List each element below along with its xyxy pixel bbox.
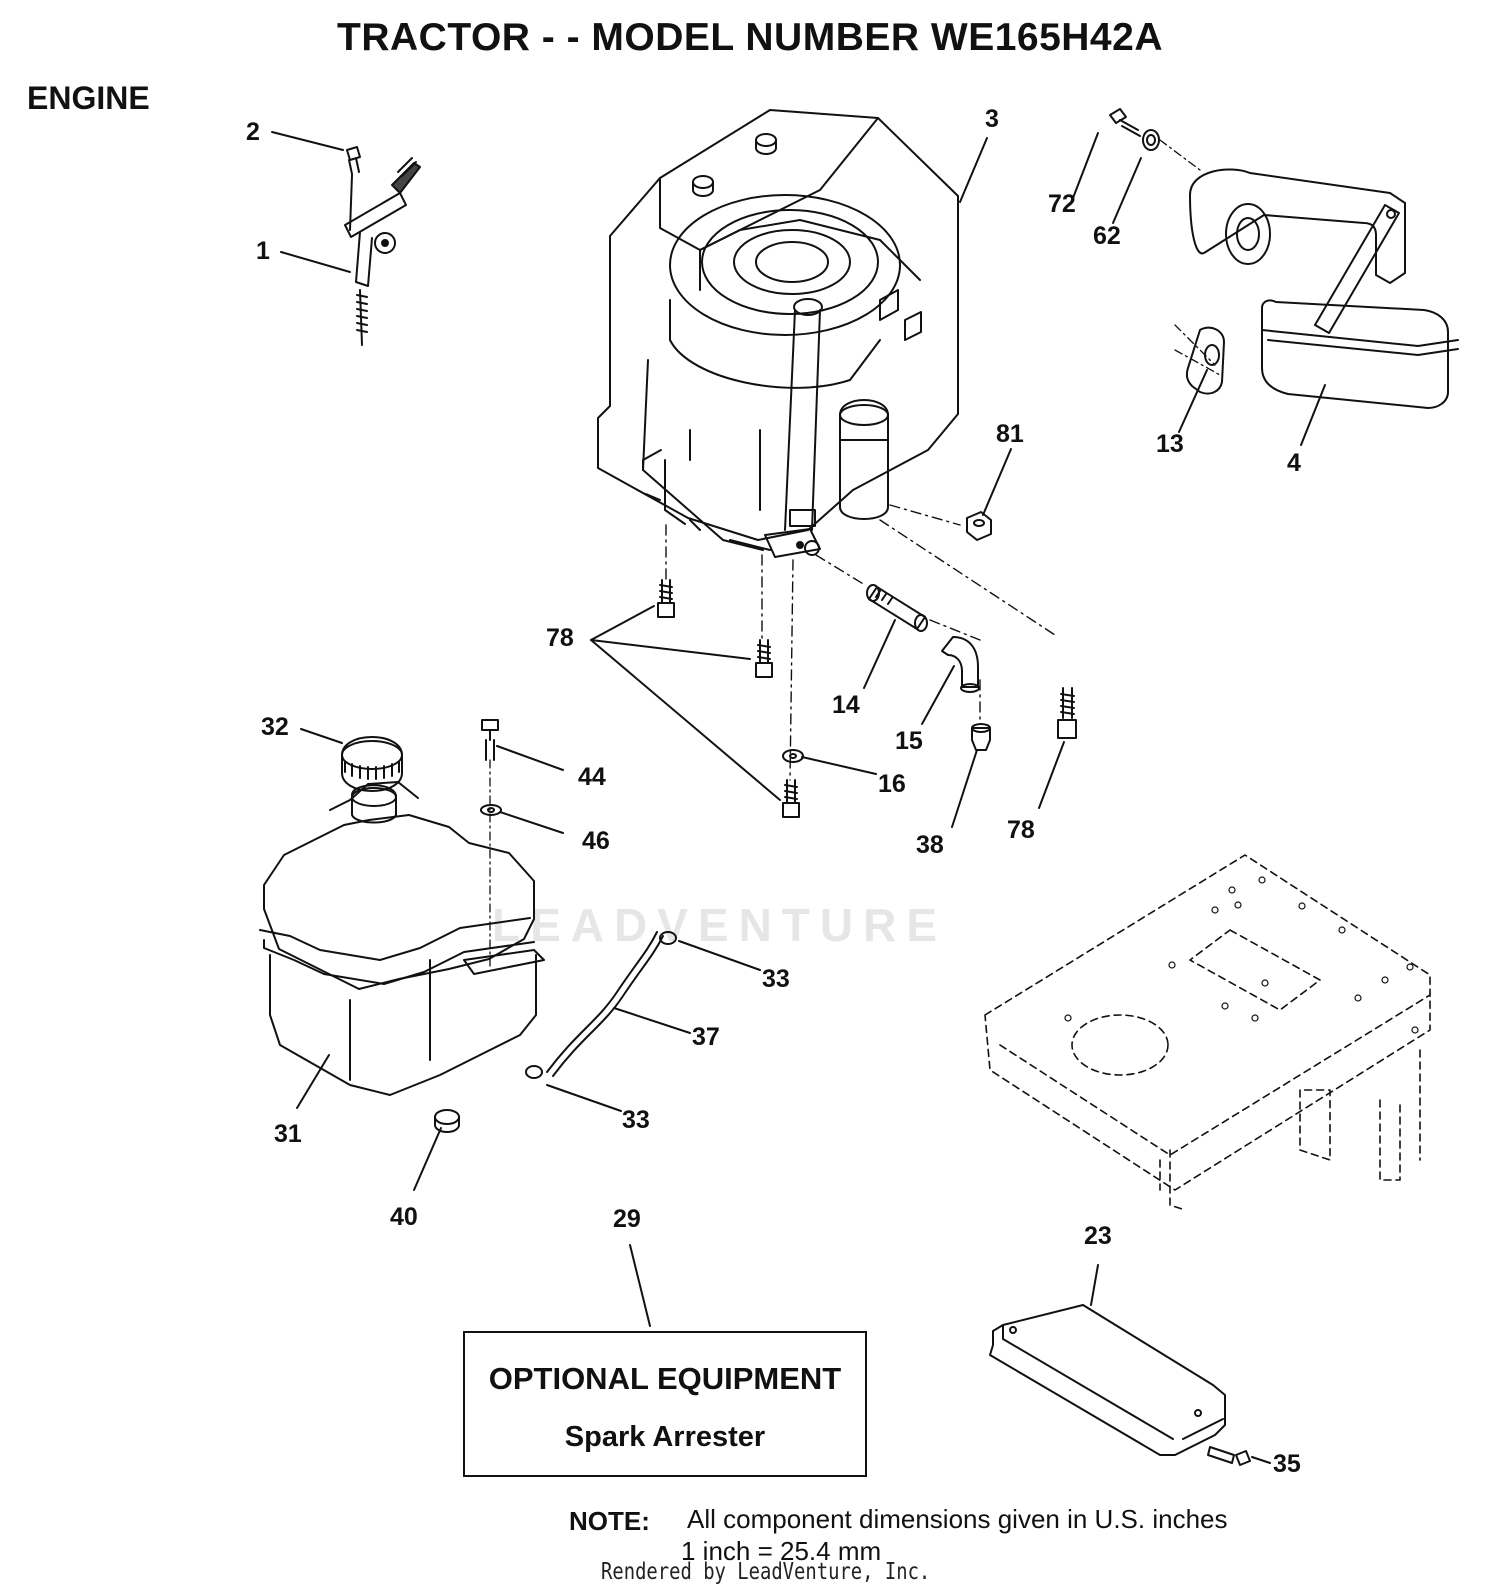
bolt-78-parts bbox=[657, 579, 1077, 818]
spark-arrester-part bbox=[989, 1304, 1251, 1466]
callout-32: 32 bbox=[261, 713, 289, 741]
callout-40: 40 bbox=[390, 1203, 418, 1231]
optional-equipment-title: OPTIONAL EQUIPMENT bbox=[488, 1361, 842, 1396]
section-heading: ENGINE bbox=[27, 80, 150, 116]
callout-3: 3 bbox=[985, 105, 999, 133]
optional-equipment-box: OPTIONAL EQUIPMENT Spark Arrester bbox=[463, 1331, 867, 1477]
watermark-text: LEADVENTURE bbox=[492, 899, 948, 951]
frame-hole-marks bbox=[1064, 876, 1419, 1034]
washer-16-part bbox=[782, 749, 804, 763]
callout-62: 62 bbox=[1093, 222, 1121, 250]
throttle-control-part bbox=[344, 146, 421, 346]
callout-13: 13 bbox=[1156, 430, 1184, 458]
callout-37: 37 bbox=[692, 1023, 720, 1051]
engine-part bbox=[597, 109, 959, 558]
optional-equipment-item: Spark Arrester bbox=[564, 1421, 766, 1453]
rendered-by-footer: Rendered by LeadVenture, Inc. bbox=[601, 1559, 931, 1585]
engine-mount-lines bbox=[665, 504, 1056, 781]
callout-31: 31 bbox=[274, 1120, 302, 1148]
callout-1: 1 bbox=[256, 237, 270, 265]
frame-part bbox=[984, 854, 1431, 1211]
leader-lines bbox=[271, 131, 1326, 1464]
fuel-tank-part bbox=[259, 719, 545, 1096]
callout-46: 46 bbox=[582, 827, 610, 855]
pipe-parts bbox=[866, 584, 991, 751]
callout-33-top: 33 bbox=[762, 965, 790, 993]
fuel-line-part bbox=[525, 931, 677, 1079]
nut-81-part bbox=[966, 511, 992, 541]
callout-78-right: 78 bbox=[1007, 816, 1035, 844]
callout-14: 14 bbox=[832, 691, 860, 719]
muffler-part bbox=[1109, 108, 1459, 409]
callout-29: 29 bbox=[613, 1205, 641, 1233]
callout-33-bottom: 33 bbox=[622, 1106, 650, 1134]
page-title: TRACTOR - - MODEL NUMBER WE165H42A bbox=[337, 16, 1163, 59]
callout-35: 35 bbox=[1273, 1450, 1301, 1478]
callout-44: 44 bbox=[578, 763, 606, 791]
callout-78-left: 78 bbox=[546, 624, 574, 652]
callout-4: 4 bbox=[1287, 449, 1301, 477]
grommet-40-part bbox=[434, 1109, 460, 1133]
callout-2: 2 bbox=[246, 118, 260, 146]
note-label: NOTE: bbox=[569, 1506, 650, 1536]
callout-16: 16 bbox=[878, 770, 906, 798]
callout-23: 23 bbox=[1084, 1222, 1112, 1250]
note-line-2: 1 inch = 25.4 mm bbox=[681, 1536, 882, 1566]
callout-15: 15 bbox=[895, 727, 923, 755]
callout-72: 72 bbox=[1048, 190, 1076, 218]
callout-38: 38 bbox=[916, 831, 944, 859]
callout-81: 81 bbox=[996, 420, 1024, 448]
note-line-1: All component dimensions given in U.S. i… bbox=[687, 1504, 1228, 1534]
